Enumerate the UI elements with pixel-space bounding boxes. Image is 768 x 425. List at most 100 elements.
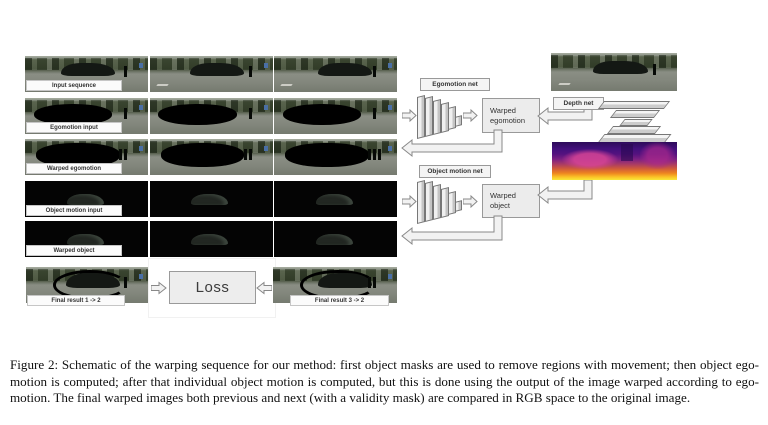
car-silhouette	[317, 273, 373, 288]
image-row-input-sequence: Input sequence	[25, 56, 397, 92]
row-label: Egomotion input	[26, 122, 122, 133]
image-row-egomotion-input: Egomotion input	[25, 98, 397, 134]
figure-caption: Figure 2: Schematic of the warping seque…	[10, 357, 759, 405]
image-row-object-motion-input: Object motion input	[25, 181, 397, 217]
car-silhouette	[60, 63, 115, 77]
warped-object-frame-3	[274, 221, 397, 257]
car-silhouette	[318, 63, 373, 77]
image-row-warped-egomotion: Warped egomotion	[25, 139, 397, 175]
street-sign	[388, 146, 393, 152]
conv-layer	[455, 200, 462, 212]
depth-blob	[562, 148, 619, 170]
row-label: Warped egomotion	[26, 163, 122, 174]
pedestrian-mark	[367, 277, 371, 289]
arrow-left-icon	[256, 281, 272, 295]
object-frame-3	[274, 181, 397, 217]
warped-object-box: Warped object	[482, 184, 540, 218]
pedestrian-mask	[119, 149, 123, 161]
car-silhouette	[315, 233, 353, 245]
street-sign	[388, 63, 393, 69]
elbow-arrow-egomotion-return-icon	[401, 129, 503, 158]
warped-frame-2	[149, 139, 273, 175]
depth-layer	[606, 126, 662, 134]
lane-marking	[557, 82, 571, 85]
pedestrian-mask	[373, 149, 377, 161]
motion-mask-blob	[160, 142, 245, 168]
warped-object-frame-1: Warped object	[25, 221, 148, 257]
warped-frame-1: Warped egomotion	[25, 139, 148, 175]
input-frame-1: Input sequence	[25, 56, 148, 92]
final-result-right-label: Final result 3 -> 2	[290, 295, 389, 306]
street-sign	[263, 63, 268, 69]
motion-mask-blob	[285, 142, 369, 168]
pedestrian-mask	[124, 108, 128, 120]
elbow-arrow-depth-to-egomotion-icon	[537, 103, 593, 126]
depth-map-image	[552, 142, 677, 180]
row-label: Warped object	[26, 245, 122, 256]
masked-frame-2	[149, 98, 273, 134]
street-sign	[263, 146, 268, 152]
row-label: Input sequence	[26, 80, 122, 91]
pedestrian-mark	[372, 277, 376, 289]
final-result-left-label: Final result 1 -> 2	[27, 295, 125, 306]
object-frame-1: Object motion input	[25, 181, 148, 217]
arrow-right-icon	[402, 108, 417, 123]
depth-input-image	[551, 53, 677, 91]
row-label: Object motion input	[26, 205, 122, 216]
car-silhouette	[66, 273, 120, 288]
depth-layer	[619, 119, 653, 126]
lane-marking	[156, 84, 169, 87]
depth-layer	[609, 110, 661, 118]
street-sign	[388, 105, 393, 111]
warped-frame-3	[274, 139, 397, 175]
street-sign	[139, 63, 144, 69]
pedestrian-mask	[124, 149, 128, 161]
elbow-arrow-depthmap-to-object-icon	[537, 179, 593, 205]
warped-egomotion-box-label: Warped egomotion	[490, 105, 526, 125]
egomotion-net-label: Egomotion net	[420, 78, 490, 91]
car-silhouette	[66, 193, 104, 205]
pedestrian-mark	[652, 63, 656, 75]
pedestrian-mask	[378, 149, 382, 161]
arrow-right-icon	[402, 194, 417, 209]
pedestrian-mask	[248, 149, 252, 161]
street-sign	[388, 274, 393, 280]
warped-egomotion-box: Warped egomotion	[482, 98, 540, 133]
car-silhouette	[592, 60, 649, 75]
motion-mask-blob	[33, 103, 113, 125]
loss-box: Loss	[169, 271, 256, 304]
image-row-warped-object: Warped object	[25, 221, 397, 257]
pedestrian-mask	[368, 149, 372, 161]
pedestrian-mark	[124, 277, 128, 289]
street-sign	[139, 146, 144, 152]
masked-frame-3	[274, 98, 397, 134]
masked-frame-1: Egomotion input	[25, 98, 148, 134]
object-frame-2	[149, 181, 273, 217]
pedestrian-mask	[248, 108, 252, 120]
arrow-right-icon	[463, 194, 478, 209]
warped-object-frame-2	[149, 221, 273, 257]
warped-object-box-label: Warped object	[490, 191, 516, 210]
depth-blob	[620, 143, 634, 161]
elbow-arrow-object-return-icon	[401, 215, 503, 246]
lane-marking	[280, 84, 294, 87]
car-silhouette	[190, 63, 245, 77]
conv-layer	[455, 115, 462, 127]
car-silhouette	[315, 193, 353, 205]
pedestrian-mark	[248, 66, 252, 78]
street-sign	[263, 105, 268, 111]
input-frame-2	[149, 56, 273, 92]
depth-blob	[639, 142, 675, 169]
car-silhouette	[66, 233, 104, 245]
depth-net-label: Depth net	[553, 97, 604, 110]
motion-mask-blob	[282, 103, 362, 125]
pedestrian-mark	[124, 66, 128, 78]
street-sign	[139, 274, 144, 280]
object-motion-net-label: Object motion net	[419, 165, 491, 178]
street-sign	[139, 105, 144, 111]
car-silhouette	[191, 233, 229, 245]
motion-mask-blob	[158, 103, 237, 125]
arrow-right-icon	[151, 281, 167, 295]
pedestrian-mask	[243, 149, 247, 161]
